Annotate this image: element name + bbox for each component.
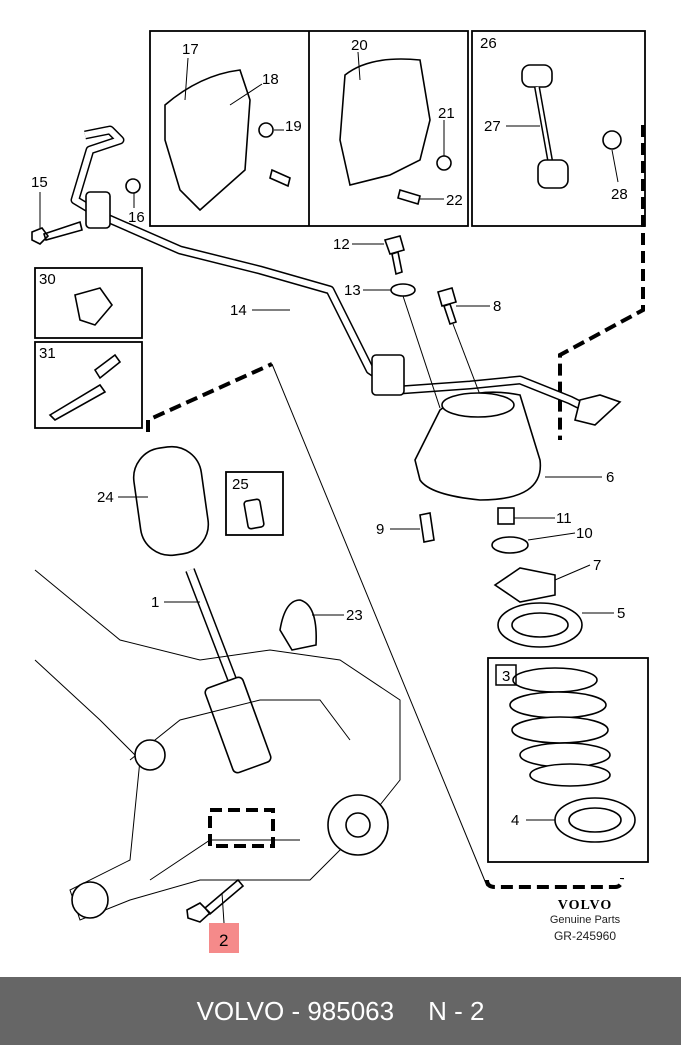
inset-box-3 xyxy=(487,657,649,863)
parts-diagram: 17 18 19 20 21 22 26 27 28 15 16 12 13 8… xyxy=(31,30,649,953)
bar-link-end xyxy=(574,394,622,426)
bushing-right xyxy=(371,354,405,396)
callout-4: 4 xyxy=(511,812,519,829)
stabilizer-bar xyxy=(70,125,593,415)
inset-box-31 xyxy=(34,341,143,429)
nut-18 xyxy=(258,122,274,138)
sleeve-25 xyxy=(243,498,265,530)
callout-18: 18 xyxy=(262,71,279,88)
callout-9: 9 xyxy=(376,521,384,538)
footer-part-number: VOLVO - 985063 xyxy=(196,995,395,1026)
link-top-ball xyxy=(521,64,553,88)
bump-stop-23 xyxy=(279,599,317,651)
link-27 xyxy=(537,159,569,189)
bolt-9 xyxy=(419,512,435,543)
brand-subtitle: Genuine Parts xyxy=(549,914,621,926)
washer-13 xyxy=(390,283,416,297)
callout-5: 5 xyxy=(617,605,625,622)
group-dashed-line-bottom xyxy=(485,877,624,889)
rear-subframe xyxy=(34,569,401,921)
top-mount-6 xyxy=(414,391,542,501)
callout-2: 2 xyxy=(219,931,228,950)
group-line xyxy=(271,363,488,887)
bolt-19 xyxy=(269,168,291,188)
dust-cover-24 xyxy=(132,445,210,557)
group-dashed-line-right xyxy=(558,125,645,440)
callout-3: 3 xyxy=(502,668,510,685)
nut-21 xyxy=(436,155,452,171)
nut-11 xyxy=(497,507,515,525)
callout-13: 13 xyxy=(344,282,361,299)
callout-14: 14 xyxy=(230,302,247,319)
callout-6: 6 xyxy=(606,469,614,486)
volvo-logo: VOLVO xyxy=(557,898,613,913)
callout-20: 20 xyxy=(351,37,368,54)
callout-25: 25 xyxy=(232,476,249,493)
callout-21: 21 xyxy=(438,105,455,122)
bolt-22 xyxy=(397,188,421,206)
clip-30 xyxy=(74,287,114,326)
inset-box-25 xyxy=(225,471,284,536)
brand-block: VOLVO Genuine Parts GR-245960 xyxy=(520,898,650,943)
callout-1: 1 xyxy=(151,594,159,611)
highlight-part-2 xyxy=(209,923,239,953)
callout-24: 24 xyxy=(97,489,114,506)
nut-16 xyxy=(125,178,141,194)
callout-11: 11 xyxy=(556,510,572,527)
callout-17: 17 xyxy=(182,41,199,58)
bolt-12 xyxy=(383,235,405,276)
callout-15: 15 xyxy=(31,174,48,191)
callout-30: 30 xyxy=(39,271,56,288)
callout-28: 28 xyxy=(611,186,628,203)
footer-position: N - 2 xyxy=(428,995,485,1026)
bushing-left xyxy=(85,191,111,229)
callout-16: 16 xyxy=(128,209,145,226)
coil-spring-3 xyxy=(509,667,611,787)
callout-19: 19 xyxy=(285,118,302,135)
inset-box-30 xyxy=(34,267,143,339)
diagram-code: GR-245960 xyxy=(553,929,617,943)
cable-tie-31 xyxy=(48,353,122,421)
group-dashed-line-left xyxy=(146,362,273,432)
callout-22: 22 xyxy=(446,192,463,209)
heat-shield-20 xyxy=(339,58,431,186)
callout-10: 10 xyxy=(576,525,593,542)
footer-bar: VOLVO - 985063 N - 2 xyxy=(0,977,681,1045)
spring-seat-7 xyxy=(493,567,556,603)
callout-27: 27 xyxy=(484,118,501,135)
shock-absorber-1 xyxy=(204,676,272,774)
callout-23: 23 xyxy=(346,607,363,624)
leader-lines xyxy=(39,51,619,924)
bolt-8 xyxy=(437,287,458,326)
callout-8: 8 xyxy=(493,298,501,315)
callout-12: 12 xyxy=(333,236,350,253)
bolt-2 xyxy=(186,878,245,923)
bearing-10 xyxy=(491,536,529,554)
heat-shield-17 xyxy=(164,69,251,212)
callout-7: 7 xyxy=(593,557,601,574)
callout-labels: 17 18 19 20 21 22 26 27 28 15 16 12 13 8… xyxy=(31,35,628,950)
nut-28 xyxy=(602,130,622,150)
callout-26: 26 xyxy=(480,35,497,52)
bolt-15 xyxy=(31,220,83,245)
dashed-mount-area xyxy=(208,808,275,848)
callout-31: 31 xyxy=(39,345,56,362)
